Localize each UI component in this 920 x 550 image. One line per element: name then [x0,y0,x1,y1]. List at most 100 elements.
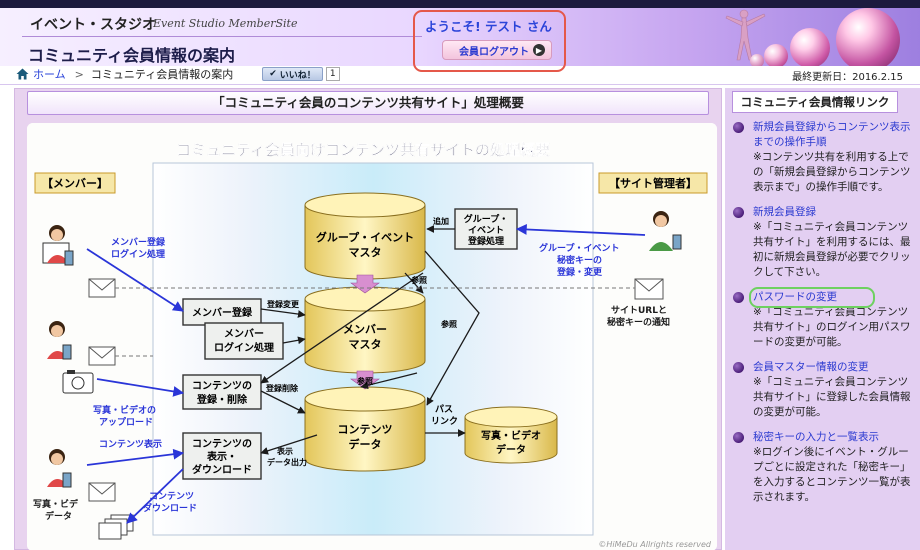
bullet-icon [733,292,744,303]
label-content-download: ダウンロード [143,502,197,514]
decor-orb [790,28,830,66]
mail-icon [634,278,664,300]
svg-text:登録・削除: 登録・削除 [196,393,248,406]
label-display: 表示 [276,446,293,456]
svg-text:メンバー: メンバー [224,328,264,340]
mail-icon [88,482,116,502]
svg-text:マスタ: マスタ [349,338,382,351]
svg-text:マスタ: マスタ [349,246,382,259]
mail-icon [88,278,116,298]
sidebar-link-password-change[interactable]: パスワードの変更 [753,291,837,303]
sidebar-item: 新規会員登録からコンテンツ表示までの操作手順 ※コンテンツ共有を利用する上での「… [731,120,917,195]
sidebar-item: パスワードの変更 ※「コミュニティ会員コンテンツ共有サイト」のログイン用パスワー… [731,287,917,350]
svg-text:写真・ビデオ: 写真・ビデオ [481,429,541,442]
breadcrumb-current: コミュニティ会員情報の案内 [90,68,234,81]
welcome-highlight: ようこそ! テスト さん 会員ログアウト ▶ [413,10,566,72]
bullet-icon [733,207,744,218]
breadcrumb-divider [0,84,920,85]
decor-orb [764,44,788,66]
site-name[interactable]: イベント・スタジオ [30,17,156,33]
label-admin-register: 秘密キーの [557,254,602,266]
svg-text:データ: データ [349,437,382,451]
chevron-right-icon: > [74,67,84,81]
bullet-icon [733,122,744,133]
label-add: 追加 [433,216,449,226]
member-login-box: メンバー ログイン処理 [204,322,284,360]
label-notify: サイトURLと [611,305,667,316]
label-ref: 参照 [410,275,427,285]
like-label: いいね！ [279,70,316,81]
svg-text:データ: データ [496,443,526,456]
svg-text:コンテンツ: コンテンツ [338,423,393,436]
logout-label: 会員ログアウト [459,46,529,58]
password-link-highlight [749,287,875,308]
label-pass: パス [435,403,453,415]
content-display-box: コンテンツの 表示・ ダウンロード [182,432,262,480]
home-icon [16,68,29,80]
mail-icon [88,346,116,366]
last-updated: 最終更新日：2016.2.15 [792,72,903,83]
logout-button[interactable]: 会員ログアウト ▶ [442,40,552,60]
sidebar-link-new-registration[interactable]: 新規会員登録 [753,206,816,218]
member-master-cylinder: メンバー マスタ [304,286,426,374]
sidebar-item-description: ※コンテンツ共有を利用する上での「新規会員登録からコンテンツ表示まで」の操作手順… [753,151,911,193]
member-section-label: 【メンバー】 [42,177,108,190]
copyright-text: ©HiMeDu Allrights reserved [598,540,712,549]
breadcrumb-home-link[interactable]: ホーム [33,68,66,81]
svg-text:メンバー: メンバー [343,323,387,336]
member-person-icon [42,225,74,266]
label-link: リンク [431,416,458,427]
dancer-figure-image [725,9,766,61]
check-icon: ✔ [269,69,277,79]
sidebar: コミュニティ会員情報リンク 新規会員登録からコンテンツ表示までの操作手順 ※コン… [725,88,920,550]
diagram-title: コミュニティ会員向けコンテンツ共有サイトの処理概要 [176,141,550,159]
svg-text:グループ・イベント: グループ・イベント [316,230,414,244]
label-content-display: コンテンツ表示 [99,438,162,450]
label-photo-video: データ [45,510,72,522]
svg-text:表示・: 表示・ [206,450,237,463]
label-admin-register: 登録・変更 [556,266,603,278]
bullet-icon [733,362,744,373]
label-photo-upload: 写真・ビデオの [93,404,156,416]
label-register-change: 登録変更 [266,299,300,309]
welcome-message: ようこそ! テスト さん [425,19,552,34]
sidebar-link-secret-key[interactable]: 秘密キーの入力と一覧表示 [753,431,879,443]
sidebar-link-list: 新規会員登録からコンテンツ表示までの操作手順 ※コンテンツ共有を利用する上での「… [731,120,917,515]
svg-text:ログイン処理: ログイン処理 [214,341,274,354]
svg-text:イベント: イベント [468,225,504,236]
sidebar-item-description: ※「コミュニティ会員コンテンツ共有サイト」を利用するには、最初に新規会員登録が必… [753,221,911,278]
member-person-icon [47,321,72,360]
main-panel: 「コミュニティ会員のコンテンツ共有サイト」処理概要 [14,88,722,550]
label-ref: 参照 [440,319,457,329]
photo-data-cylinder: 写真・ビデオ データ [464,406,558,464]
label-content-download: コンテンツ [149,491,194,502]
label-photo-upload: アップロード [99,416,153,428]
content-register-box: コンテンツの 登録・削除 [182,374,262,410]
decor-orb [836,8,900,66]
sidebar-link-operation-guide[interactable]: 新規会員登録からコンテンツ表示までの操作手順 [753,121,911,148]
arrow-right-icon: ▶ [533,44,545,56]
content-data-cylinder: コンテンツ データ [304,386,426,472]
like-button[interactable]: ✔ いいね！ [262,67,323,81]
label-notify: 秘密キーの通知 [607,316,670,328]
admin-person-icon [649,211,682,251]
sidebar-item-description: ※ログイン後にイベント・グループごとに設定された「秘密キー」を入力するとコンテン… [753,446,911,503]
sidebar-link-member-info-change[interactable]: 会員マスター情報の変更 [753,361,869,373]
label-member-login: ログイン処理 [111,248,165,260]
label-member-login: メンバー登録 [111,236,166,248]
sidebar-item-description: ※「コミュニティ会員コンテンツ共有サイト」に登録した会員情報の変更が可能。 [753,376,911,418]
page-title: コミュニティ会員情報の案内 [28,46,236,65]
sidebar-item-description: ※「コミュニティ会員コンテンツ共有サイト」のログイン用パスワードの変更が可能。 [753,306,911,348]
sidebar-item: 秘密キーの入力と一覧表示 ※ログイン後にイベント・グループごとに設定された「秘密… [731,430,917,505]
top-bar [0,0,920,8]
sidebar-title: コミュニティ会員情報リンク [732,91,898,113]
svg-text:グループ・: グループ・ [464,213,508,225]
label-photo-video: 写真・ビデ [33,498,79,510]
admin-section-label: 【サイト管理者】 [609,176,697,190]
header-divider [22,36,422,37]
label-ref: 参照 [356,376,373,386]
camera-icon [62,370,94,394]
section-title: 「コミュニティ会員のコンテンツ共有サイト」処理概要 [27,91,709,115]
sidebar-item: 会員マスター情報の変更 ※「コミュニティ会員コンテンツ共有サイト」に登録した会員… [731,360,917,420]
member-register-box: メンバー登録 [182,298,262,326]
